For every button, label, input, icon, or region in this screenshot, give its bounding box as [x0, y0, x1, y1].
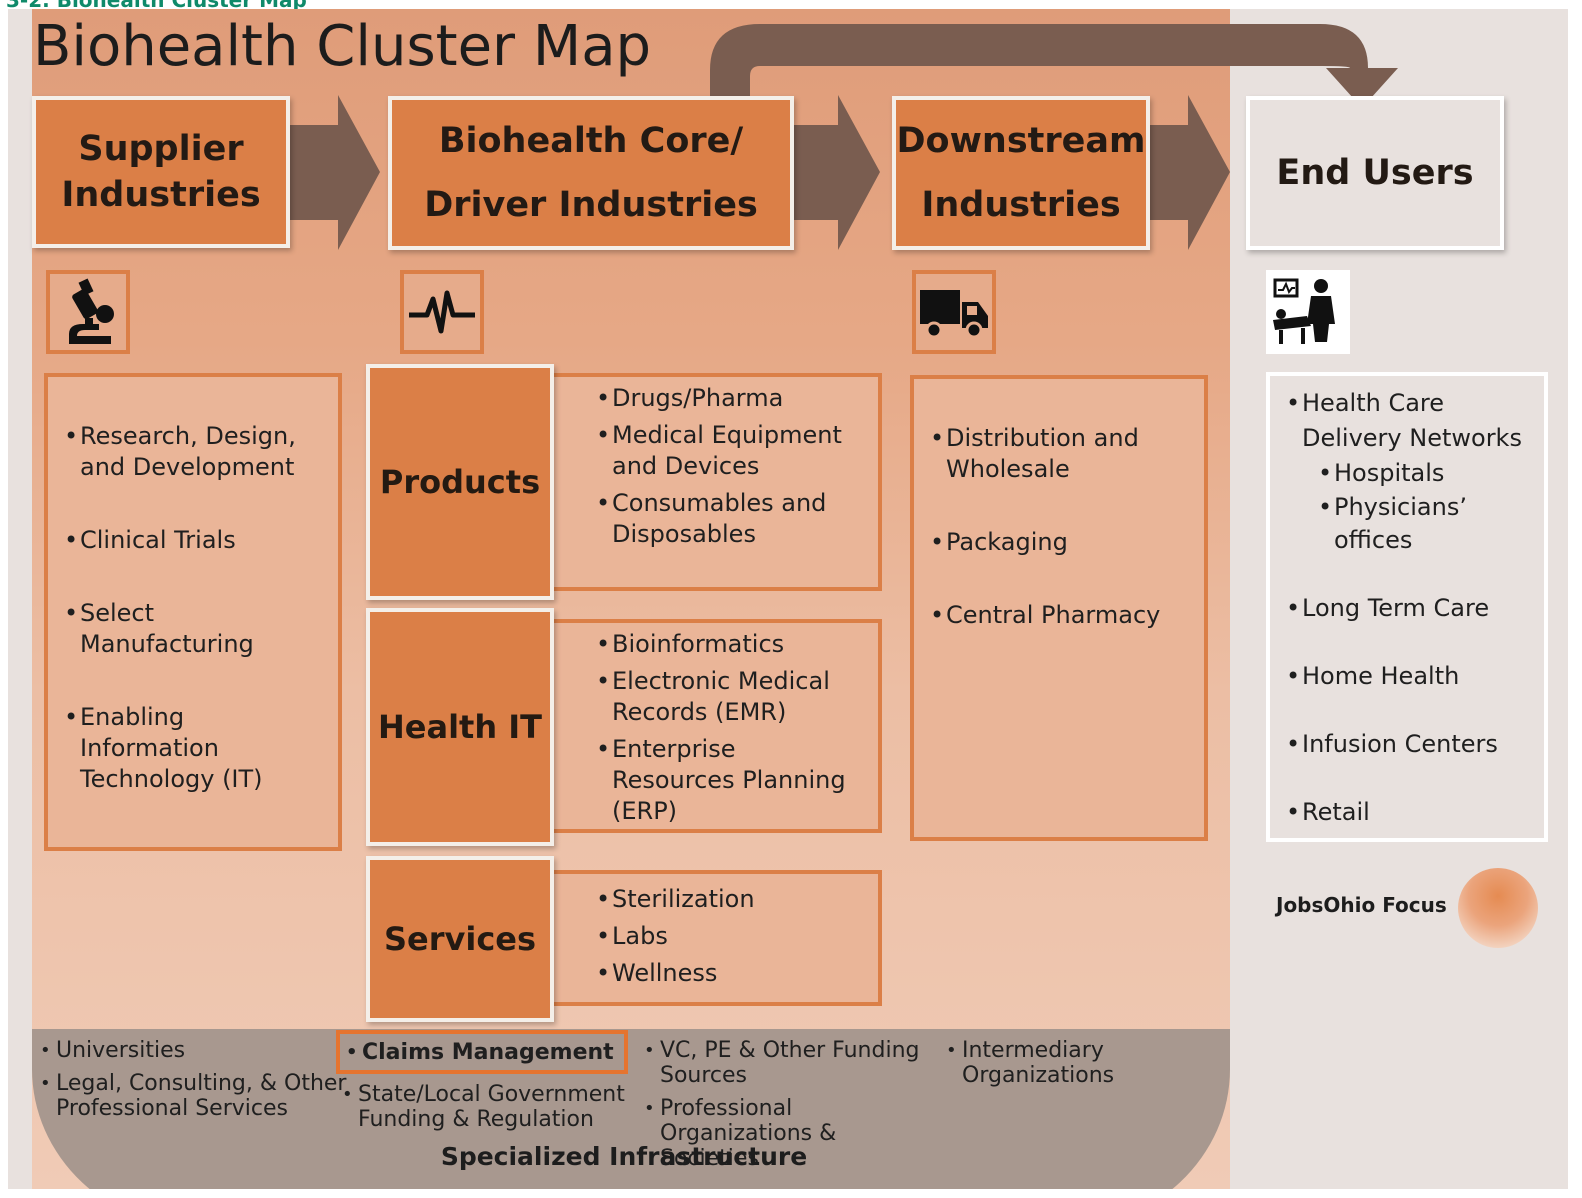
- list-item: Legal, Consulting, & Other Professional …: [38, 1071, 348, 1121]
- infrastructure-col-3: VC, PE & Other Funding Sources Professio…: [642, 1038, 938, 1171]
- list-item: Packaging: [928, 527, 1190, 558]
- list-item-sub: Hospitals: [1316, 456, 1530, 491]
- list-item: Health Care Delivery Networks: [1284, 386, 1530, 456]
- header-end-users: End Users: [1246, 96, 1504, 250]
- list-item: Long Term Care: [1284, 593, 1530, 624]
- arrow-supplier-to-core: [288, 95, 380, 250]
- list-item: Labs: [594, 921, 864, 952]
- list-item-sub: Physicians’ offices: [1316, 491, 1530, 557]
- list-item: Consumables and Disposables: [594, 488, 864, 550]
- infrastructure-title: Specialized Infrastructure: [440, 1142, 808, 1171]
- list-item: Home Health: [1284, 661, 1530, 692]
- list-item: Central Pharmacy: [928, 600, 1190, 631]
- downstream-industries-list: Distribution and Wholesale Packaging Cen…: [910, 375, 1208, 841]
- list-item: Electronic Medical Records (EMR): [594, 666, 864, 728]
- category-products: Products: [366, 364, 554, 600]
- header-line: Driver Industries: [424, 185, 758, 225]
- list-item: Intermediary Organizations: [944, 1038, 1134, 1088]
- list-item: Enabling Information Technology (IT): [62, 702, 324, 795]
- header-line: Industries: [61, 175, 261, 215]
- list-item: Claims Management: [344, 1040, 624, 1065]
- arrow-core-to-downstream: [792, 95, 880, 250]
- loop-arrow-to-end-users: [710, 24, 1398, 108]
- list-item: Retail: [1284, 797, 1530, 828]
- services-items-box: Sterilization Labs Wellness: [548, 870, 882, 1006]
- header-core-industries: Biohealth Core/Driver Industries: [388, 96, 794, 250]
- list-item: State/Local Government Funding & Regulat…: [340, 1082, 630, 1132]
- list-item: Infusion Centers: [1284, 729, 1530, 760]
- list-item: Drugs/Pharma: [594, 383, 864, 414]
- microscope-icon: [46, 270, 130, 354]
- page-title: Biohealth Cluster Map: [33, 14, 652, 79]
- legend-swatch: [1458, 868, 1538, 948]
- list-item: Bioinformatics: [594, 629, 864, 660]
- list-item: Medical Equipment and Devices: [594, 420, 864, 482]
- infrastructure-col-4: Intermediary Organizations: [944, 1038, 1134, 1088]
- list-item: Sterilization: [594, 884, 864, 915]
- legend-label: JobsOhio Focus: [1276, 893, 1447, 917]
- end-users-list: Health Care Delivery Networks Hospitals …: [1266, 372, 1548, 842]
- header-line: Industries: [921, 185, 1121, 225]
- list-item: Select Manufacturing: [62, 598, 324, 660]
- header-line: Downstream: [896, 121, 1146, 161]
- category-health-it: Health IT: [366, 608, 554, 846]
- supplier-industries-list: Research, Design, and Development Clinic…: [44, 373, 342, 851]
- health-it-items-box: Bioinformatics Electronic Medical Record…: [548, 619, 882, 833]
- list-item: Professional Organizations & Societies: [642, 1096, 938, 1171]
- list-item: Clinical Trials: [62, 525, 324, 556]
- arrow-downstream-to-end: [1148, 95, 1230, 250]
- list-item: Research, Design, and Development: [62, 421, 324, 483]
- patient-care-icon: [1266, 270, 1350, 354]
- infrastructure-col-1: Universities Legal, Consulting, & Other …: [38, 1038, 348, 1121]
- products-items-box: Drugs/Pharma Medical Equipment and Devic…: [548, 373, 882, 591]
- list-item: Enterprise Resources Planning (ERP): [594, 734, 864, 827]
- header-line: End Users: [1276, 153, 1474, 193]
- header-line: Supplier: [78, 129, 244, 169]
- infrastructure-col-2: State/Local Government Funding & Regulat…: [340, 1082, 630, 1132]
- list-item: Universities: [38, 1038, 348, 1063]
- list-item: Wellness: [594, 958, 864, 989]
- claims-management-highlight: Claims Management: [336, 1030, 628, 1074]
- header-line: Biohealth Core/: [438, 121, 744, 161]
- heartbeat-icon: [400, 270, 484, 354]
- category-services: Services: [366, 856, 554, 1022]
- truck-icon: [912, 270, 996, 354]
- list-item: Distribution and Wholesale: [928, 423, 1190, 485]
- list-item: VC, PE & Other Funding Sources: [642, 1038, 938, 1088]
